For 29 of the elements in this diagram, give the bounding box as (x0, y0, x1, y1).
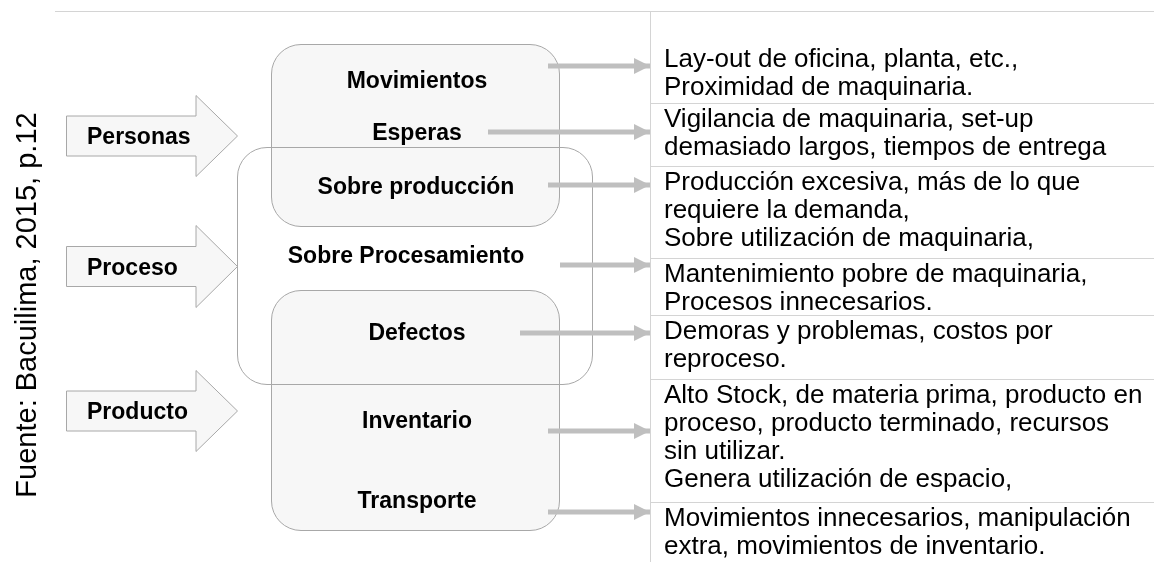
description-text: Movimientos innecesarios, manipulación extra, movimientos de inventario. (664, 503, 1132, 559)
description-text: Alto Stock, de materia prima, producto en proceso, producto terminado, recursos sin utilizar. (664, 380, 1144, 464)
description-text: Lay-out de oficina, planta, etc., Proximidad de maquinaria. (664, 44, 1020, 100)
rounded-group-box (271, 290, 560, 531)
arrow (548, 58, 650, 74)
description-text: Mantenimiento pobre de maquinaria, Procesos innecesarios. (664, 259, 1089, 315)
source-caption: Fuente: Bacuilima, 2015, p.12 (9, 112, 44, 498)
description-text: Vigilancia de maquinaria, set-up demasiado largos, tiempos de entrega (664, 104, 1108, 160)
block-arrow: Producto (66, 370, 238, 452)
waste-label: Movimientos (285, 64, 549, 96)
waste-label: Defectos (314, 318, 520, 346)
waste-label: Inventario (285, 404, 549, 436)
description-text: Demoras y problemas, costos por reproceso. (664, 316, 1054, 372)
arrow (488, 124, 650, 140)
rounded-group-box (271, 44, 560, 227)
arrow (548, 504, 650, 520)
waste-label: Esperas (345, 117, 489, 147)
description-text: Genera utilización de espacio, (664, 464, 1014, 492)
description-text: Producción excesiva, más de lo que requiere la demanda, (664, 167, 1082, 223)
waste-label: Sobre producción (284, 170, 548, 202)
block-arrow: Personas (66, 95, 238, 177)
waste-label: Transporte (285, 484, 549, 516)
arrow (520, 325, 650, 341)
block-arrow: Proceso (66, 225, 238, 308)
arrow (548, 177, 650, 193)
waste-label: Sobre Procesamiento (251, 239, 561, 271)
arrow (560, 257, 650, 273)
arrow (548, 423, 650, 439)
description-text: Sobre utilización de maquinaria, (664, 223, 1035, 251)
